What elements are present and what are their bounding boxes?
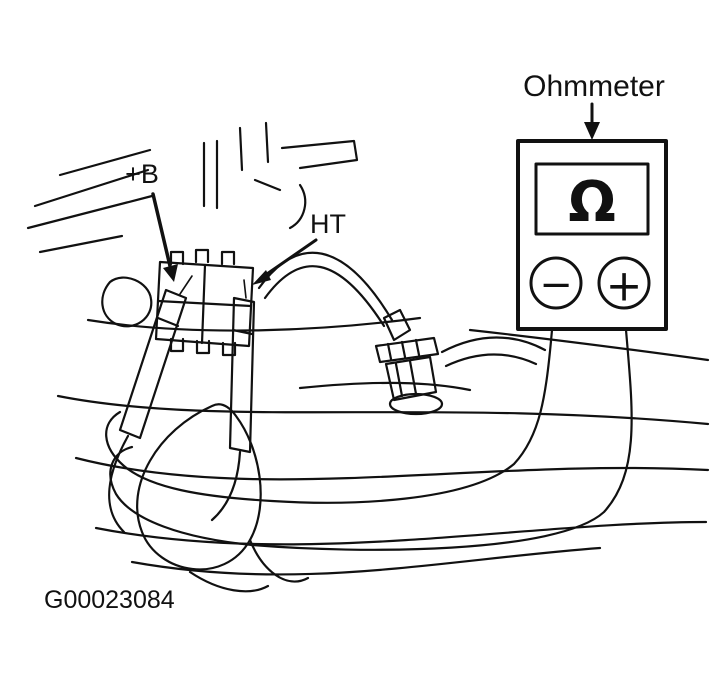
figure-id-label: G00023084	[44, 586, 175, 614]
test-probe-left	[108, 275, 193, 534]
omega-symbol: Ω	[568, 170, 616, 235]
teardrop-hose	[136, 403, 310, 593]
plus-symbol: +	[606, 261, 643, 312]
plus-b-arrow	[151, 192, 178, 282]
meter-lead-positive	[109, 328, 633, 551]
plus-terminal	[597, 256, 651, 310]
engine-bracket	[101, 276, 153, 328]
ht-label: HT	[310, 209, 346, 239]
ohmmeter-body	[516, 139, 668, 331]
ht-arrow	[252, 238, 318, 285]
meter-display	[534, 162, 650, 236]
callout-arrows	[151, 102, 600, 285]
minus-terminal	[529, 256, 583, 310]
spark-plug	[374, 336, 444, 416]
test-probe-right	[210, 279, 256, 522]
connector-block	[154, 248, 255, 357]
minus-symbol: −	[539, 262, 573, 308]
plus-b-label: +B	[125, 159, 159, 189]
engine-body-curves	[56, 316, 710, 576]
engine-line-art	[26, 121, 710, 593]
meter-lead-negative	[105, 328, 554, 504]
engine-block-top	[26, 121, 359, 254]
ohmmeter-arrow	[584, 102, 600, 140]
ohmmeter-label: Ohmmeter	[523, 70, 665, 103]
